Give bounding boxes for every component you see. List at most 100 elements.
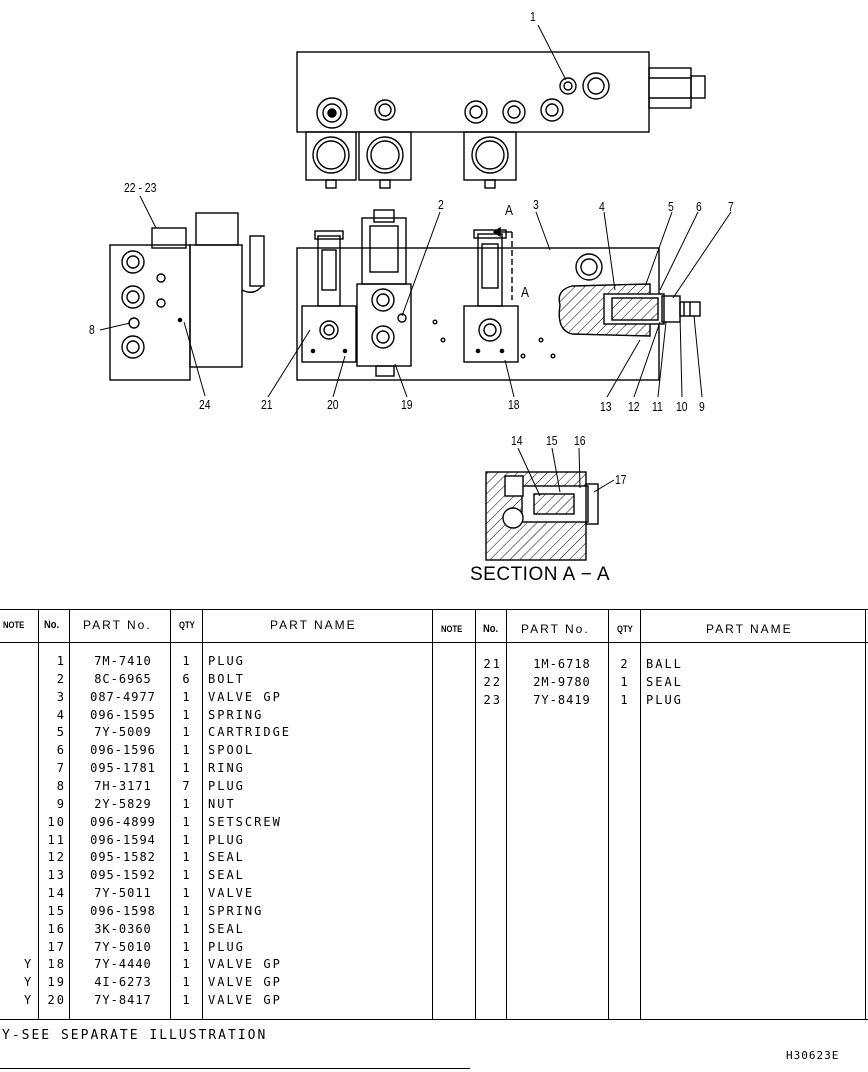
- part-qty: 1: [182, 689, 192, 704]
- parts-illustration: [99, 24, 732, 561]
- part-qty: 1: [182, 939, 192, 954]
- section-caption: SECTION A − A: [470, 564, 611, 585]
- callout-3: 3: [533, 197, 539, 212]
- part-number-index: 2: [56, 671, 66, 686]
- part-number: 7H-3171: [94, 778, 152, 793]
- header-qty-left: QTY: [179, 620, 195, 630]
- part-number-index: 10: [47, 814, 66, 829]
- part-number-index: 20: [47, 993, 66, 1008]
- callout-14: 14: [511, 433, 523, 448]
- part-number: 7Y-5011: [94, 886, 152, 901]
- part-name: SEAL: [646, 674, 683, 689]
- part-number: 7Y-5009: [94, 725, 152, 740]
- drawing-code: H30623E: [786, 1049, 840, 1062]
- part-number-index: 18: [47, 957, 66, 972]
- callout-18: 18: [508, 397, 520, 412]
- part-qty: 6: [182, 671, 192, 686]
- part-number-index: 12: [47, 850, 66, 865]
- header-part-name-left: PART NAME: [270, 618, 357, 632]
- part-name: PLUG: [208, 939, 245, 954]
- callout-24: 24: [199, 397, 211, 412]
- part-number: 7Y-5010: [94, 939, 152, 954]
- header-qty-right: QTY: [617, 624, 633, 634]
- part-number-index: 21: [483, 657, 502, 671]
- header-part-no-left: PART No.: [83, 618, 152, 632]
- callout-19: 19: [401, 397, 413, 412]
- part-number-index: 11: [47, 832, 66, 847]
- part-qty: 1: [182, 903, 192, 918]
- part-note: Y: [24, 957, 34, 972]
- part-name: BOLT: [208, 671, 245, 686]
- part-number: 096-4899: [90, 814, 156, 829]
- part-qty: 1: [182, 921, 192, 936]
- part-name: SPRING: [208, 707, 264, 722]
- part-qty: 1: [620, 674, 630, 689]
- part-qty: 1: [182, 957, 192, 972]
- part-number-index: 14: [47, 886, 66, 901]
- section-a-a-view: [485, 471, 599, 561]
- part-number: 7Y-8417: [94, 993, 152, 1008]
- part-number-index: 16: [47, 921, 66, 936]
- valve-body-front-view: [296, 209, 660, 381]
- callout-20: 20: [327, 397, 339, 412]
- header-note-left: NOTE: [3, 620, 25, 630]
- part-name: PLUG: [646, 692, 683, 707]
- callout-2: 2: [438, 197, 444, 212]
- part-name: SPRING: [208, 903, 264, 918]
- part-number: 4I-6273: [94, 975, 152, 990]
- callout-5: 5: [668, 199, 674, 214]
- part-number: 2Y-5829: [94, 796, 152, 811]
- part-name: NUT: [208, 796, 236, 811]
- leader-lines: [99, 24, 732, 497]
- header-no-right: No.: [483, 623, 499, 635]
- part-note: Y: [24, 993, 34, 1008]
- part-number: 087-4977: [90, 689, 156, 704]
- part-number: 1M-6718: [533, 657, 591, 671]
- part-qty: 2: [620, 657, 630, 671]
- callout-17: 17: [615, 472, 627, 487]
- valve-body-top-view: [296, 51, 706, 189]
- part-number: 7M-7410: [94, 654, 152, 668]
- part-number: 096-1594: [90, 832, 156, 847]
- callout-8: 8: [89, 322, 95, 337]
- part-number: 096-1596: [90, 743, 156, 758]
- part-number-index: 19: [47, 975, 66, 990]
- part-name: SEAL: [208, 850, 245, 865]
- callout-21: 21: [261, 397, 273, 412]
- part-name: VALVE: [208, 886, 255, 901]
- part-qty: 7: [182, 778, 192, 793]
- part-number: 096-1595: [90, 707, 156, 722]
- part-qty: 1: [182, 743, 192, 758]
- part-number-index: 7: [56, 761, 66, 776]
- part-number: 7Y-8419: [533, 692, 591, 707]
- part-number-index: 17: [47, 939, 66, 954]
- part-name: SETSCREW: [208, 814, 282, 829]
- relief-valve-cutaway: [558, 283, 701, 337]
- part-name: RING: [208, 761, 245, 776]
- callout-4: 4: [599, 199, 605, 214]
- callout-7: 7: [728, 199, 734, 214]
- callout-10: 10: [676, 399, 688, 414]
- part-number-index: 22: [483, 674, 502, 689]
- callout-a-side: A: [521, 284, 530, 301]
- part-qty: 1: [182, 654, 192, 668]
- part-name: VALVE GP: [208, 993, 282, 1008]
- part-number-index: 6: [56, 743, 66, 758]
- part-number-index: 23: [483, 692, 502, 707]
- header-note-right: NOTE: [441, 624, 463, 634]
- part-qty: 1: [182, 761, 192, 776]
- part-number: 095-1592: [90, 868, 156, 883]
- part-qty: 1: [182, 707, 192, 722]
- callout-a-top: A: [505, 202, 514, 219]
- part-number: 3K-0360: [94, 921, 152, 936]
- part-qty: 1: [620, 692, 630, 707]
- part-qty: 1: [182, 868, 192, 883]
- part-number-index: 9: [56, 796, 66, 811]
- footnote: Y-SEE SEPARATE ILLUSTRATION: [2, 1028, 268, 1043]
- part-note: Y: [24, 975, 34, 990]
- part-qty: 1: [182, 886, 192, 901]
- callout-13: 13: [600, 399, 612, 414]
- part-name: VALVE GP: [208, 957, 282, 972]
- part-qty: 1: [182, 814, 192, 829]
- part-qty: 1: [182, 832, 192, 847]
